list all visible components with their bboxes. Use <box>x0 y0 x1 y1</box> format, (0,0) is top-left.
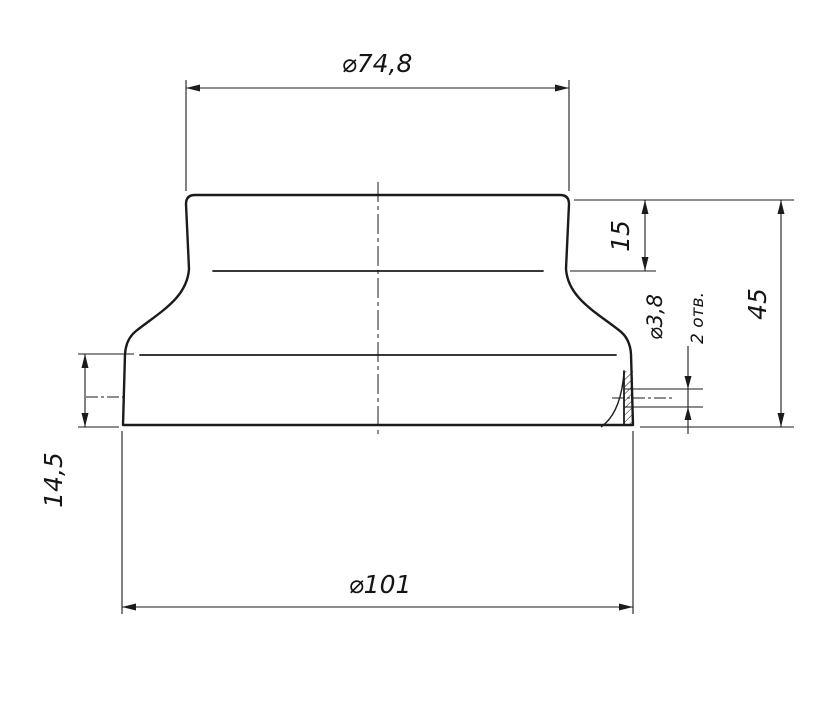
arrowhead-left <box>122 603 136 611</box>
arrowhead-bottom <box>81 413 89 427</box>
arrowhead-right <box>619 603 633 611</box>
dimension-upper-height: 15 <box>570 199 794 272</box>
dimension-total-height: 45 <box>640 200 794 428</box>
section-hatch <box>624 371 633 425</box>
arrowhead-down <box>684 376 692 389</box>
arrowhead-bottom <box>777 413 785 427</box>
part-body-outline <box>121 193 635 427</box>
dim-upper-height-label: 15 <box>606 220 635 252</box>
dim-top-diameter-label: ⌀74,8 <box>342 49 413 78</box>
arrowhead-bottom <box>641 257 649 271</box>
dim-hole-count-label: 2 отв. <box>688 292 708 344</box>
arrowhead-top <box>641 200 649 214</box>
arrowhead-right <box>555 84 569 92</box>
arrowhead-top <box>81 354 89 368</box>
dim-total-height-label: 45 <box>743 288 772 320</box>
local-section-break-arc <box>600 371 625 428</box>
dim-bottom-diameter-label: ⌀101 <box>349 570 412 599</box>
dim-flange-height-label: 14,5 <box>39 452 68 508</box>
dimension-bottom-diameter: ⌀101 <box>121 431 634 614</box>
local-section-hole <box>600 370 633 428</box>
arrowhead-left <box>186 84 200 92</box>
arrowhead-up <box>684 407 692 420</box>
dimension-top-diameter: ⌀74,8 <box>185 49 570 191</box>
dimension-flange-height: 14,5 <box>39 353 134 508</box>
dim-hole-diameter-label: ⌀3,8 <box>643 294 667 340</box>
arrowhead-top <box>777 200 785 214</box>
center-lines <box>86 182 672 437</box>
dimension-hole-diameter: ⌀3,8 2 отв. <box>625 292 708 434</box>
